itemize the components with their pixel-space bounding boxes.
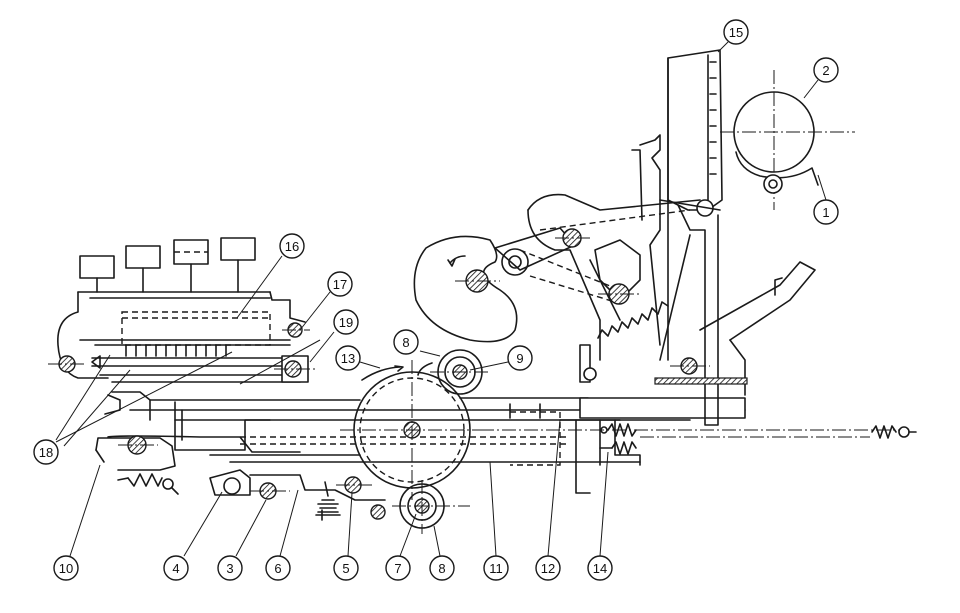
callout-7: 7 [385,555,411,581]
typebar-column [659,49,723,426]
callout-15: 15 [723,19,749,45]
callout-11: 11 [483,555,509,581]
cam-plate [413,235,518,343]
callout-12: 12 [535,555,561,581]
svg-text:7: 7 [394,561,401,576]
lower-pinion [392,480,470,534]
callout-6: 6 [265,555,291,581]
callout-16: 16 [279,233,305,259]
svg-text:19: 19 [339,315,353,330]
platen-roller [720,70,855,210]
svg-text:3: 3 [226,561,233,576]
leader-lines [55,41,827,557]
svg-text:10: 10 [59,561,73,576]
svg-text:15: 15 [729,25,743,40]
type-guide-plate [654,357,748,385]
svg-text:2: 2 [822,63,829,78]
vertical-link [631,134,661,346]
callout-1: 1 [813,199,839,225]
callout-5: 5 [333,555,359,581]
callout-2: 2 [813,57,839,83]
svg-text:8: 8 [438,561,445,576]
svg-text:16: 16 [285,239,299,254]
callout-10: 10 [53,555,79,581]
svg-text:11: 11 [489,561,503,576]
roller-linkage [494,209,691,303]
svg-text:4: 4 [172,561,179,576]
svg-text:6: 6 [274,561,281,576]
svg-text:13: 13 [341,351,355,366]
right-springs [599,423,917,455]
bell-crank [527,193,701,383]
callout-13: 13 [335,345,361,371]
carriage-bars [104,391,900,494]
callout-8-bottom: 8 [429,555,455,581]
central-gear [340,360,485,500]
svg-text:1: 1 [822,205,829,220]
comb-spring [125,344,227,357]
callout-8-top: 8 [393,329,419,355]
callout-14: 14 [587,555,613,581]
callout-9: 9 [507,345,533,371]
key-buttons [79,237,256,293]
callout-19: 19 [333,309,359,335]
keyboard-frame [48,291,316,383]
svg-text:18: 18 [39,445,53,460]
svg-text:14: 14 [593,561,607,576]
svg-text:12: 12 [541,561,555,576]
callout-4: 4 [163,555,189,581]
svg-text:8: 8 [402,335,409,350]
bottom-levers [249,474,386,521]
pawl-lever [95,435,251,496]
callout-3: 3 [217,555,243,581]
svg-text:17: 17 [333,277,347,292]
svg-text:9: 9 [516,351,523,366]
svg-text:5: 5 [342,561,349,576]
upper-pinion [417,349,490,395]
callout-18: 18 [33,439,59,465]
callout-17: 17 [327,271,353,297]
